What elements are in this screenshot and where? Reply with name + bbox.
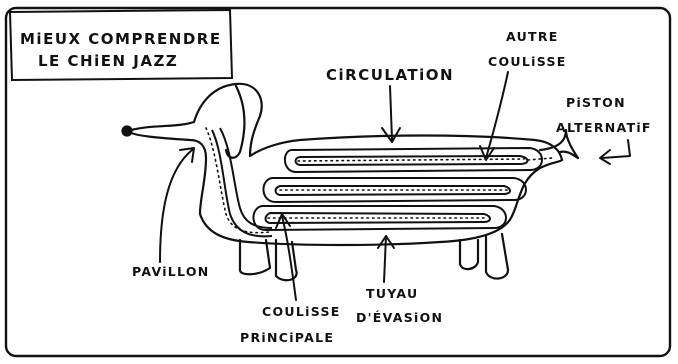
title-line-2: LE CHiEN JAZZ — [38, 52, 178, 70]
label-piston-line-1: PiSTON — [566, 95, 626, 110]
flow-dots-coil-1 — [298, 159, 524, 161]
dog-leg-front-left — [240, 240, 270, 274]
dog-ear — [226, 86, 244, 158]
arrow-piston — [600, 140, 630, 164]
dog-leg-back-left — [460, 240, 478, 269]
arrow-circulation — [382, 86, 400, 142]
arrow-tuyau — [378, 236, 394, 282]
flow-dots-neck — [206, 128, 270, 233]
arrow-coulisse — [276, 214, 296, 300]
label-tuyau-line-1: TUYAU — [366, 286, 418, 301]
label-tuyau-line-2: D'ÉVASiON — [356, 310, 443, 325]
arrow-pavillon — [160, 148, 194, 262]
label-coulisse-line-2: PRiNCiPALE — [240, 330, 334, 345]
dog — [123, 84, 579, 280]
label-autre-line-1: AUTRE — [506, 29, 559, 44]
dog-leg-back-right — [486, 234, 508, 279]
dog-leg-front-right — [276, 240, 297, 280]
label-circulation: CiRCULATiON — [326, 66, 454, 84]
tube-coils — [212, 128, 542, 236]
flow-dots-tail — [528, 158, 552, 160]
title-line-1: MiEUX COMPRENDRE — [20, 30, 222, 48]
label-piston-line-2: ALTERNATiF — [556, 120, 652, 135]
main-tube-neck-inner — [220, 128, 272, 228]
label-autre-line-2: COULiSSE — [488, 54, 567, 69]
arrow-autre-coulisse — [480, 72, 508, 160]
dog-belly — [200, 160, 562, 245]
dog-nose — [123, 127, 132, 136]
flow-dots — [206, 128, 552, 233]
label-coulisse-line-1: COULiSSE — [262, 304, 341, 319]
label-pavillon: PAViLLON — [132, 264, 210, 279]
tube-coil-2-inner — [276, 186, 511, 195]
dog-chest-outline — [128, 131, 206, 214]
